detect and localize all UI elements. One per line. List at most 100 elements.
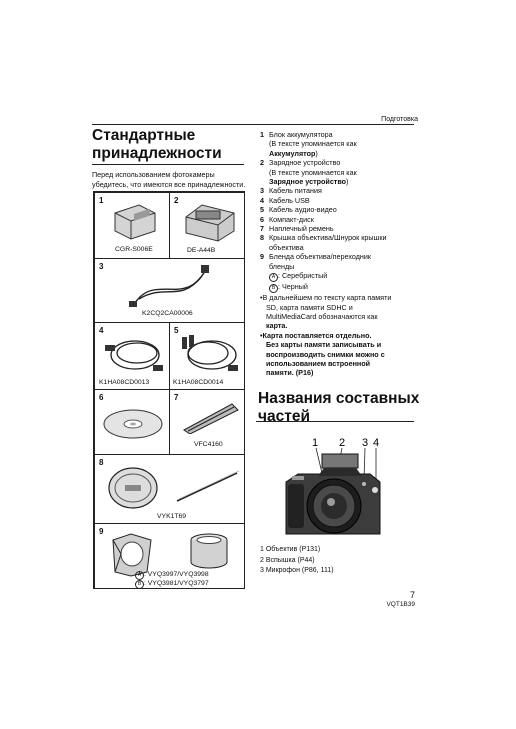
usb-cable-image	[105, 340, 163, 371]
list-text: Крышка объектива/Шнурок крышки	[269, 233, 387, 243]
charger-image	[185, 204, 235, 242]
list-item: 3 Кабель питания	[260, 186, 420, 195]
list-text: Бленда объектива/переходник	[269, 252, 372, 262]
list-subtext: Зарядное устройство)	[269, 177, 349, 187]
hood-code-a: A: VYQ3997/VYQ3998	[135, 571, 209, 580]
card-note: •В дальнейшем по тексту карта памяти SD,…	[260, 293, 420, 331]
note-line: •В дальнейшем по тексту карта памяти	[260, 293, 392, 303]
item-number: 7	[174, 393, 179, 402]
av-cable-image	[182, 335, 238, 371]
hood-code-a-text: : VYQ3997/VYQ3998	[144, 571, 209, 578]
accessory-caption: DE-A44B	[187, 247, 216, 254]
accessory-caption: K2CQ2CA00006	[142, 310, 193, 317]
note-line: использованием встроенной	[266, 358, 371, 368]
list-number: 6	[260, 214, 264, 224]
parts-title: Названия составных частей	[258, 390, 419, 426]
page-title-line2: принадлежности	[92, 145, 222, 162]
callout-3: 3	[362, 437, 368, 449]
list-number: 2	[260, 158, 264, 168]
intro-line1: Перед использованием фотокамеры	[92, 170, 215, 179]
list-subtext: A: Серебристый	[260, 271, 420, 283]
page-title: Стандартные принадлежности	[92, 127, 222, 163]
callout-1: 1	[312, 437, 318, 449]
document-code: VQT1B39	[386, 601, 415, 608]
accessory-lens-hood: 9 A: VYQ3997/VYQ3998 B: VYQ3981/VYQ3797	[94, 523, 245, 589]
accessory-caption: VYK1T69	[157, 513, 187, 520]
accessory-caption: VFC4160	[194, 441, 223, 448]
list-subtext: B: Черный	[260, 282, 420, 294]
camera-front-image: 1 2 3 4	[285, 437, 381, 535]
marker-b: B	[135, 580, 144, 589]
hood-code-b: B: VYQ3981/VYQ3797	[135, 580, 209, 589]
title-underline	[92, 164, 244, 165]
list-number: 4	[260, 195, 264, 205]
marker-a: A	[135, 571, 144, 580]
accessory-lens-cap: 8 VYK1T69	[94, 454, 245, 524]
item-number: 3	[99, 262, 104, 271]
list-subtext-b: : Черный	[278, 282, 308, 292]
lens-cap-string-image	[176, 470, 240, 502]
lens-cap-image	[108, 467, 158, 509]
hood-adapter-image	[190, 533, 228, 569]
item-number: 9	[99, 527, 104, 536]
list-item: 5 Кабель аудио-видео	[260, 205, 420, 214]
marker-b: B	[269, 284, 278, 294]
list-subtext: бленды	[269, 261, 295, 271]
hood-code-b-text: : VYQ3981/VYQ3797	[144, 580, 209, 587]
parts-list: 1 Объектив (P131) 2 Вспышка (P44) 3 Микр…	[260, 545, 334, 577]
list-item: 4 Кабель USB	[260, 196, 420, 205]
list-subtext: Аккумулятор)	[269, 148, 318, 158]
power-cable-image	[129, 265, 209, 307]
parts-list-item: 1 Объектив (P131)	[260, 546, 321, 553]
parts-list-item: 3 Микрофон (P86, 111)	[260, 567, 334, 574]
list-text: Кабель питания	[269, 186, 322, 196]
item-number: 4	[99, 326, 104, 335]
item-number: 1	[99, 196, 104, 205]
note-line: •Карта поставляется отдельно.	[260, 330, 372, 340]
list-subtext: (В тексте упоминается как	[269, 167, 357, 177]
intro-text: Перед использованием фотокамеры убедитес…	[92, 170, 252, 190]
parts-title-line1: Названия составных	[258, 390, 420, 407]
list-number: 3	[260, 186, 264, 196]
list-bold: Зарядное устройство	[269, 177, 347, 187]
list-number: 5	[260, 205, 264, 215]
callout-4: 4	[373, 437, 379, 449]
list-text: Наплечный ремень	[269, 224, 334, 234]
accessory-usb-cable: 4 K1HA08CD0013	[94, 322, 170, 390]
accessory-strap: 7 VFC4160	[169, 389, 245, 455]
page-number: 7	[409, 590, 415, 600]
note-line: Без карты памяти записывать и	[266, 340, 382, 350]
intro-line2: убедитесь, что имеются все принадлежност…	[92, 180, 246, 189]
list-bold: Аккумулятор	[269, 148, 316, 158]
accessory-grid: 1 CGR-S006E 2 DE-A44B 3 K2CQ2CA00006	[93, 191, 245, 589]
note-line: MultiMediaCard обозначаются как	[266, 311, 378, 321]
marker-a: A	[269, 273, 278, 283]
battery-image	[114, 204, 156, 240]
list-item: 9 Бленда объектива/переходник	[260, 252, 420, 261]
list-number: 9	[260, 252, 264, 262]
section-label: Подготовка	[381, 116, 418, 123]
parts-list-item: 2 Вспышка (P44)	[260, 556, 315, 564]
accessory-power-cable: 3 K2CQ2CA00006	[94, 258, 245, 323]
card-sold-separately-note: •Карта поставляется отдельно. Без карты …	[260, 331, 420, 378]
list-text: Кабель аудио-видео	[269, 205, 337, 215]
accessory-battery: 1 CGR-S006E	[94, 192, 170, 259]
shoulder-strap-image	[183, 403, 239, 434]
list-item: 2 Зарядное устройство	[260, 158, 420, 167]
list-text: Кабель USB	[269, 195, 310, 205]
list-text: Блок аккумулятора	[269, 130, 333, 139]
accessory-caption: K1HA08CD0013	[99, 379, 150, 386]
header-rule	[92, 124, 414, 125]
accessory-cd: 6	[94, 389, 170, 455]
note-line: воспроизводить снимки можно с	[266, 349, 385, 359]
accessory-caption: CGR-S006E	[115, 246, 153, 253]
parts-title-underline	[256, 421, 414, 422]
list-text: Компакт-диск	[269, 214, 314, 224]
item-number: 5	[174, 326, 179, 335]
accessory-caption: K1HA08CD0014	[173, 379, 224, 386]
list-text: Зарядное устройство	[269, 158, 341, 168]
